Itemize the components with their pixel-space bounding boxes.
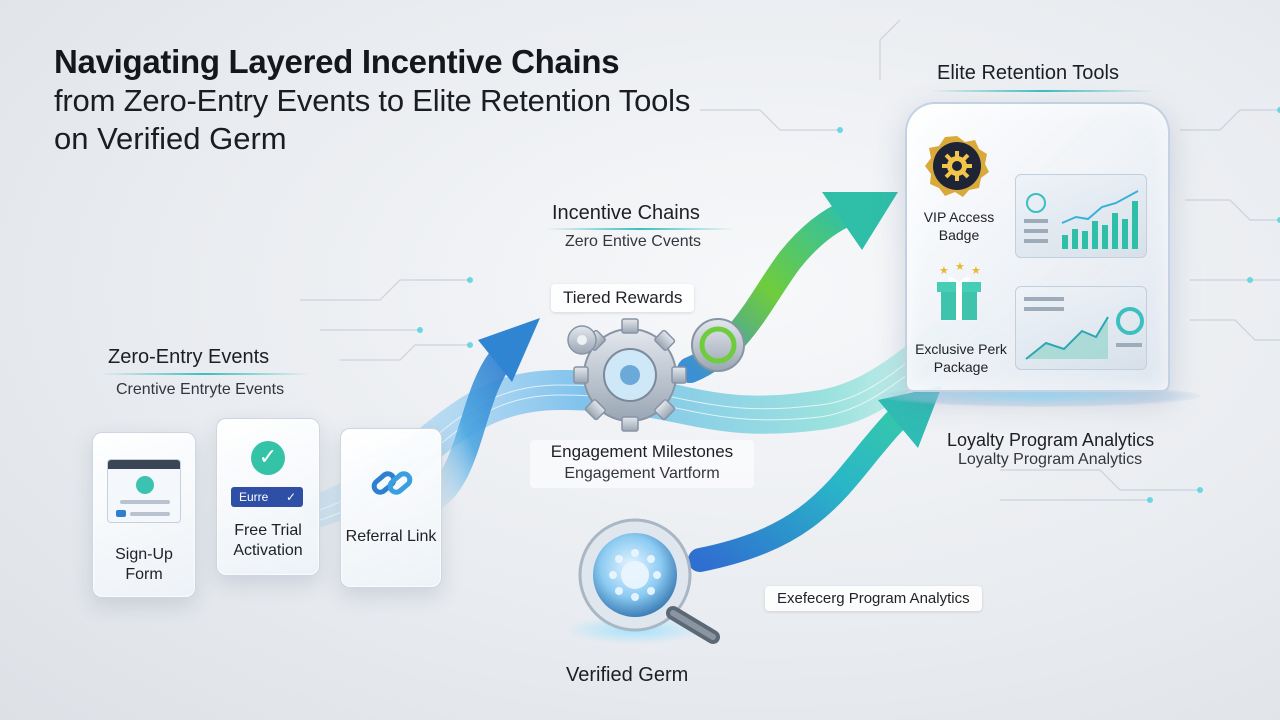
- title-line-1: Navigating Layered Incentive Chains: [54, 43, 620, 80]
- engagement-title: Engagement Milestones: [550, 442, 734, 461]
- card-referral-link[interactable]: Referral Link: [340, 428, 442, 588]
- badge-check-icon: ✓: [285, 490, 296, 504]
- vip-badge-icon: [925, 134, 989, 198]
- vip-label: VIP Access Badge: [923, 209, 995, 243]
- loyalty-subtitle: Loyalty Program Analytics: [958, 451, 1143, 468]
- card-sign-up-form-label: Sign-Up Form: [115, 546, 173, 583]
- zero-entry-heading: Zero-Entry Events: [108, 346, 269, 369]
- svg-text:★: ★: [939, 264, 949, 277]
- zero-entry-underline: [100, 373, 310, 375]
- card-sign-up-form[interactable]: Sign-Up Form: [92, 432, 196, 598]
- loyalty-title: Loyalty Program Analytics: [947, 430, 1155, 450]
- incentive-chains-underline: [545, 228, 735, 230]
- page-title: Navigating Layered Incentive Chains from…: [54, 42, 814, 158]
- title-line-2: from Zero-Entry Events to Elite Retentio…: [54, 83, 691, 118]
- tiered-rewards-pill: Tiered Rewards: [551, 284, 695, 312]
- elite-panel: VIP Access Badge ★ ★ ★ Exclusive Perk Pa…: [905, 102, 1170, 392]
- trial-badge-text: Eurre: [239, 490, 269, 504]
- card-referral-label: Referral Link: [345, 528, 437, 545]
- form-icon: [107, 459, 181, 523]
- card-free-trial-activation[interactable]: ✓ Eurre ✓ Free Trial Activation: [216, 418, 320, 576]
- zero-entry-title: Zero-Entry Events: [108, 346, 270, 368]
- elite-title: Elite Retention Tools: [937, 62, 1119, 84]
- chain-link-icon: [369, 463, 415, 503]
- engagement-subtitle: Engagement Vartform: [564, 465, 720, 482]
- svg-text:★: ★: [971, 264, 981, 277]
- verified-germ-icon: [580, 520, 581, 521]
- analytics-screen-top: [1015, 174, 1147, 258]
- incentive-chains-title: Incentive Chains: [552, 202, 700, 224]
- zero-entry-subtitle: Crentive Entryte Events: [116, 381, 285, 398]
- perk-label: Exclusive Perk Package: [915, 341, 1007, 375]
- analytics-screen-bottom: [1015, 286, 1147, 370]
- engagement-label-box: Engagement Milestones Engagement Vartfor…: [530, 440, 754, 488]
- incentive-chains-subtitle: Zero Entive Cvents: [565, 233, 702, 250]
- gift-icon: ★ ★ ★: [929, 260, 989, 324]
- trial-badge: Eurre ✓: [231, 487, 303, 507]
- verified-germ-label: Verified Germ: [566, 664, 689, 686]
- svg-text:★: ★: [955, 262, 965, 273]
- check-badge-icon: ✓: [251, 441, 285, 475]
- card-free-trial-label: Free Trial Activation: [233, 522, 303, 559]
- analytics-pill: Exefecerg Program Analytics: [765, 586, 982, 611]
- title-line-3: on Verified Germ: [54, 121, 287, 156]
- elite-underline: [930, 90, 1155, 92]
